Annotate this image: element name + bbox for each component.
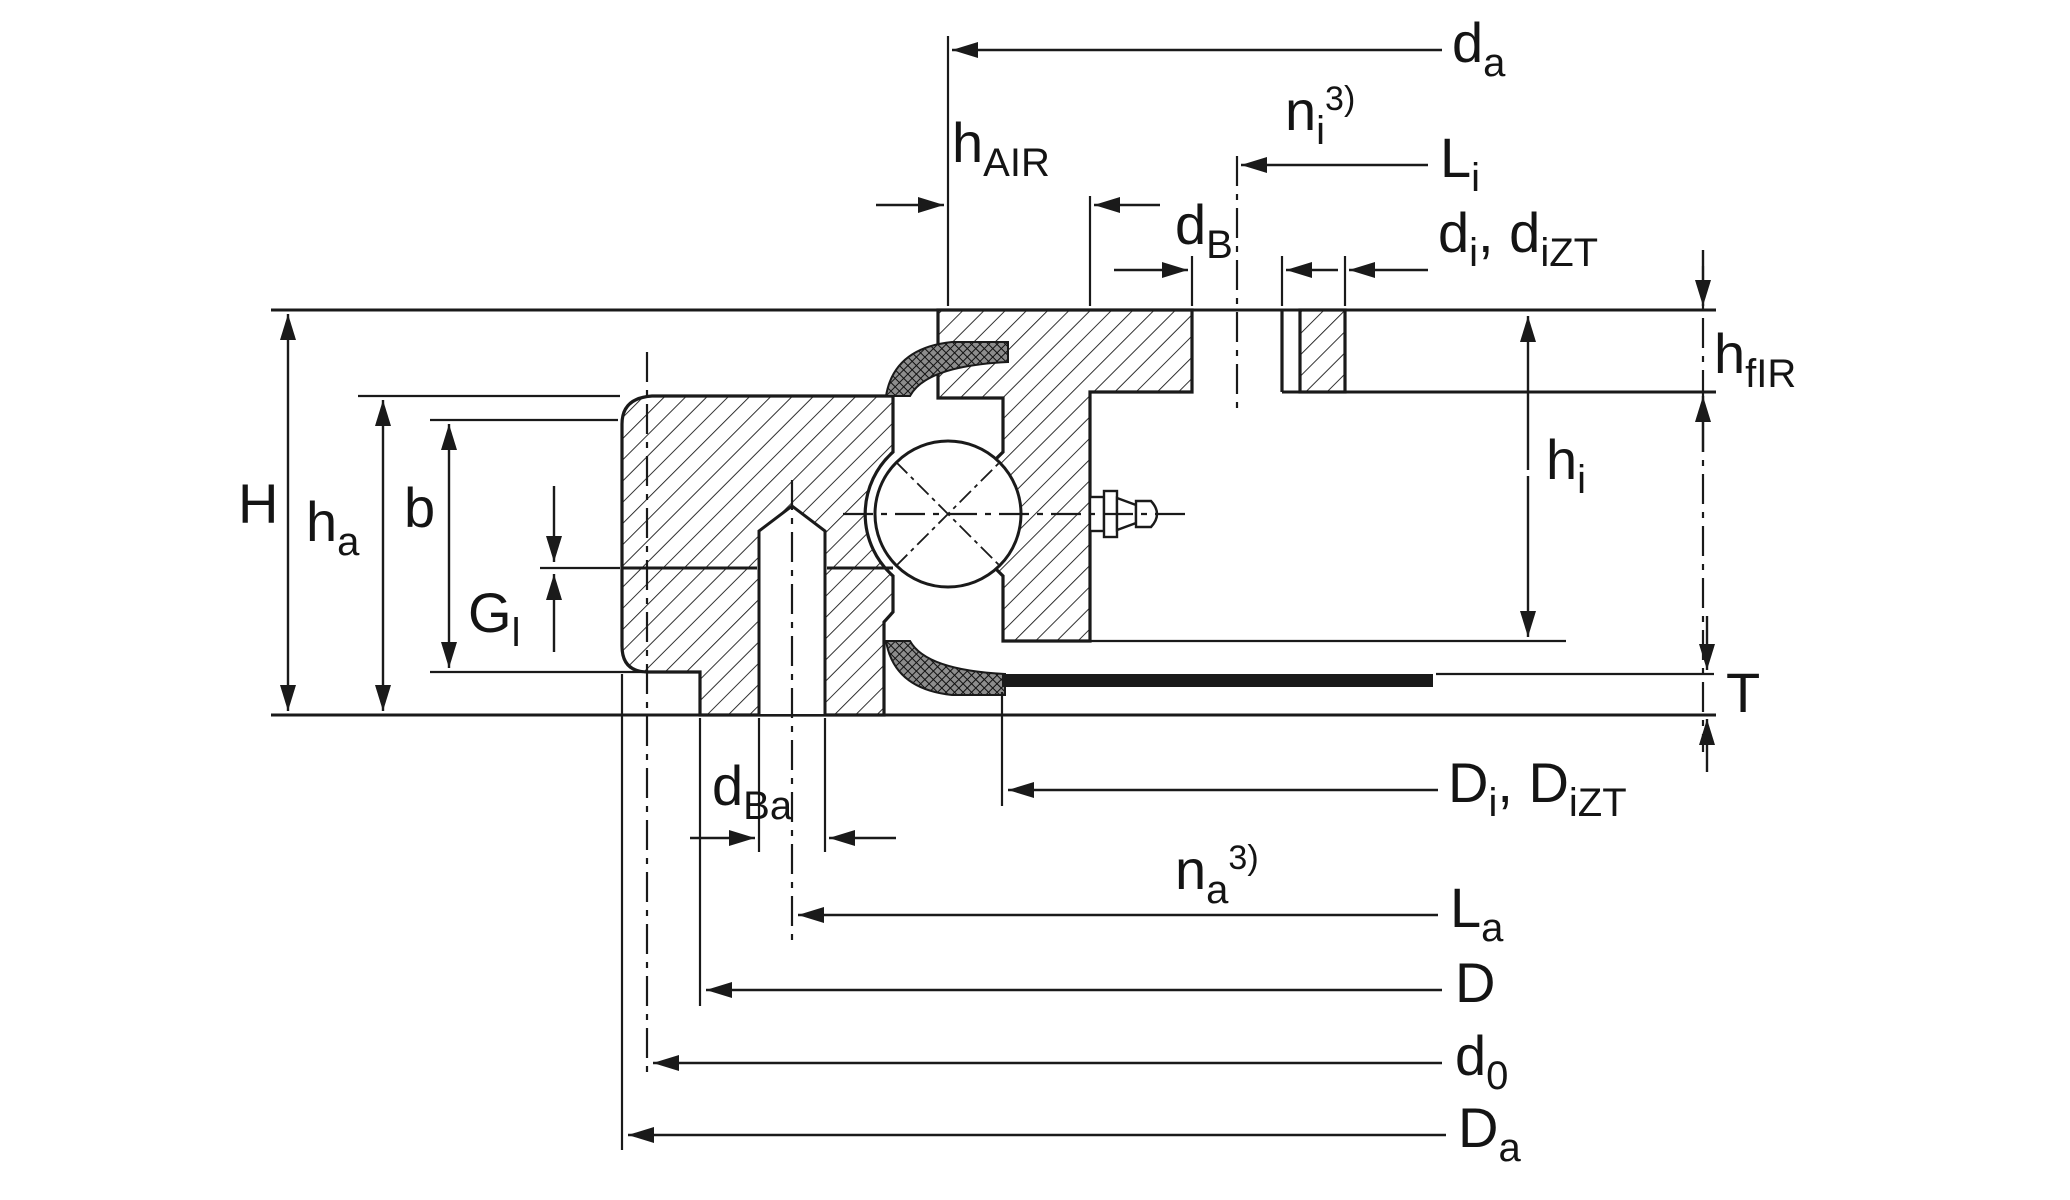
label-H: H bbox=[238, 472, 279, 535]
label-db: dB bbox=[1175, 193, 1233, 267]
label-T: T bbox=[1726, 661, 1761, 724]
label-hair: hAIR bbox=[952, 111, 1050, 185]
inner-ring-flange-segment bbox=[1298, 308, 1347, 394]
centerlines bbox=[645, 156, 1705, 1080]
label-li: Li bbox=[1440, 126, 1481, 200]
label-Di-DiZT: Di, DiZT bbox=[1448, 751, 1627, 825]
ball-cross bbox=[895, 461, 1001, 567]
label-di-dizt: di, diZT bbox=[1438, 201, 1599, 275]
label-hi: hi bbox=[1546, 428, 1587, 502]
seal-top bbox=[884, 341, 1009, 397]
label-D: D bbox=[1455, 951, 1496, 1014]
support-shim bbox=[1002, 674, 1433, 687]
label-Da: Da bbox=[1458, 1096, 1521, 1170]
label-da: da bbox=[1452, 11, 1506, 85]
extension-lines bbox=[358, 36, 1714, 1150]
object-lines bbox=[271, 308, 1716, 717]
label-b: b bbox=[404, 476, 436, 539]
label-gl: Gl bbox=[468, 581, 521, 655]
label-na: na3) bbox=[1175, 838, 1259, 912]
label-hfir: hfIR bbox=[1714, 322, 1797, 396]
seal-bottom bbox=[884, 640, 1006, 696]
label-ni: ni3) bbox=[1285, 79, 1356, 153]
label-dba: dBa bbox=[712, 754, 793, 828]
label-d0: d0 bbox=[1455, 1024, 1509, 1098]
dimension-lines bbox=[280, 42, 1715, 1143]
label-ha: ha bbox=[306, 490, 360, 564]
grease-nipple bbox=[1088, 489, 1159, 539]
label-la: La bbox=[1450, 876, 1504, 950]
